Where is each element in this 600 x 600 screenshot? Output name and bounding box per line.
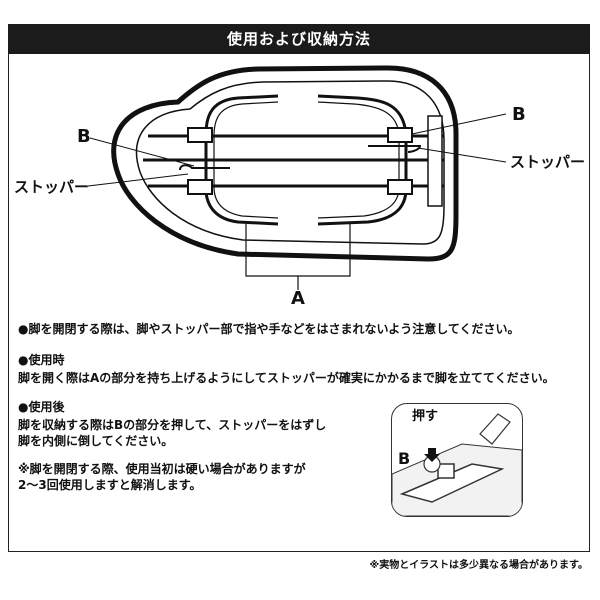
after-line1: 脚を収納する際はBの部分を押して、ストッパーをはずし <box>18 418 327 432</box>
remark-line1: ※脚を開閉する際、使用当初は硬い場合がありますが <box>18 462 306 476</box>
tray-inner-outline <box>135 80 445 245</box>
after-line2: 脚を内側に倒してください。 <box>18 434 174 448</box>
use-body: 脚を開く際はAの部分を持ち上げるようにしてストッパーが確実にかかるまで脚を立てて… <box>18 371 555 385</box>
inset-b-label: B <box>398 449 411 468</box>
after-heading: ●使用後 <box>18 400 65 414</box>
page-title: 使用および収納方法 <box>8 24 590 54</box>
detail-inset: 押す B <box>391 403 523 517</box>
tray-leg-diagram <box>87 65 507 290</box>
label-b-left: B <box>77 126 91 147</box>
push-label: 押す <box>412 409 439 424</box>
footnote: ※実物とイラストは多少異なる場合があります。 <box>369 560 588 571</box>
use-heading: ●使用時 <box>18 353 65 367</box>
remark-line2: 2〜3回使用しますと解消します。 <box>18 478 202 492</box>
label-a: A <box>291 288 305 309</box>
caution-text: ●脚を開閉する際は、脚やストッパー部で指や手などをはさまれないよう注意してくださ… <box>18 322 520 336</box>
label-b-right: B <box>512 104 526 125</box>
label-stopper-left: ストッパー <box>14 178 90 196</box>
inset-illustration <box>392 413 522 516</box>
tray-outline <box>111 65 459 262</box>
label-stopper-right: ストッパー <box>510 153 586 171</box>
